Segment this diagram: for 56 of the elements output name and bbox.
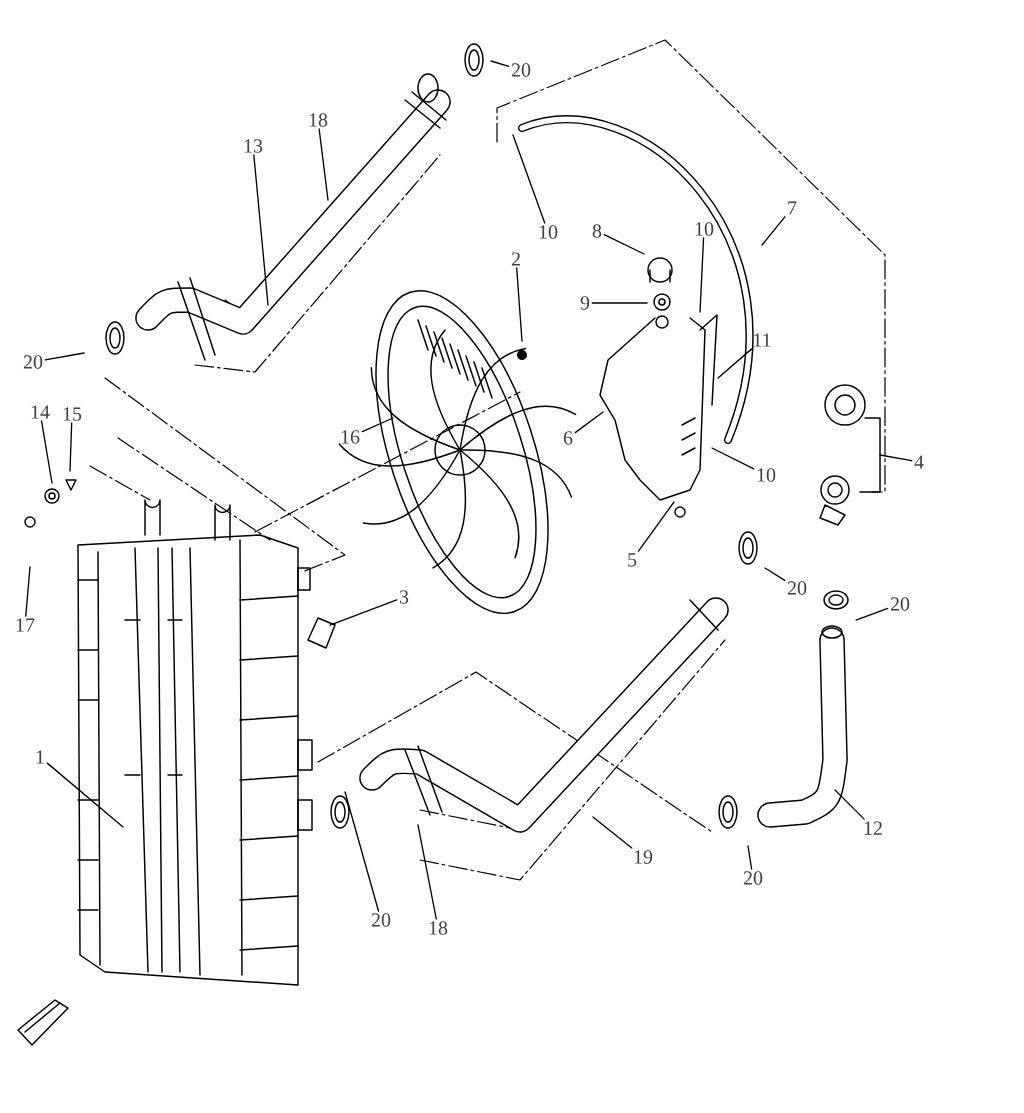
leader-line <box>592 816 633 849</box>
callout-number: 20 <box>511 63 531 77</box>
callout-number: 18 <box>309 113 328 127</box>
callout-number: 12 <box>864 821 882 835</box>
callout-number: 15 <box>63 407 82 421</box>
callout-number: 20 <box>787 581 807 595</box>
leader-line <box>329 599 398 626</box>
callout-number: 11 <box>754 333 771 347</box>
callout-number: 18 <box>429 921 448 935</box>
leader-line <box>318 128 329 201</box>
callout-number: 13 <box>244 139 263 153</box>
leader-line <box>40 420 53 484</box>
callout-number: 16 <box>341 430 360 444</box>
callout-number: 9 <box>580 296 590 310</box>
callout-number: 7 <box>788 201 797 215</box>
leader-line <box>516 267 523 342</box>
leader-line <box>717 348 753 379</box>
leader-line <box>591 302 648 304</box>
leader-line <box>711 447 755 470</box>
leader-line <box>344 791 380 912</box>
leader-line <box>855 607 889 621</box>
callout-number: 20 <box>890 597 910 611</box>
callout-number: 19 <box>634 850 653 864</box>
leader-line <box>637 501 675 552</box>
callout-number: 10 <box>539 225 558 239</box>
leader-line <box>44 352 85 361</box>
callout-number: 4 <box>914 455 924 469</box>
leader-line <box>699 237 705 313</box>
leader-line <box>253 154 269 306</box>
callout-number: 1 <box>36 750 44 764</box>
leader-line <box>761 216 786 246</box>
leader-line <box>764 567 786 581</box>
leader-line <box>747 845 753 870</box>
leader-line <box>69 422 73 472</box>
leader-line <box>603 233 645 255</box>
leader-line <box>417 824 437 920</box>
leader-line <box>46 762 124 828</box>
callout-number: 5 <box>628 553 637 567</box>
leader-line <box>490 60 510 67</box>
callout-number: 8 <box>592 224 602 238</box>
callout-number: 17 <box>16 618 35 632</box>
callout-number: 20 <box>743 871 763 885</box>
callout-number: 10 <box>757 468 776 482</box>
leader-line <box>574 411 604 434</box>
callout-number: 6 <box>563 431 573 445</box>
leader-line <box>361 417 394 433</box>
callout-number: 20 <box>23 355 43 369</box>
leader-line <box>879 454 913 462</box>
leader-line <box>512 134 546 224</box>
callout-number: 3 <box>399 590 409 604</box>
callout-number: 20 <box>371 913 391 927</box>
leader-line <box>834 789 865 820</box>
callout-number: 14 <box>31 405 50 419</box>
callout-number: 2 <box>511 252 520 266</box>
callout-number: 10 <box>695 222 714 236</box>
leader-line <box>25 566 31 617</box>
